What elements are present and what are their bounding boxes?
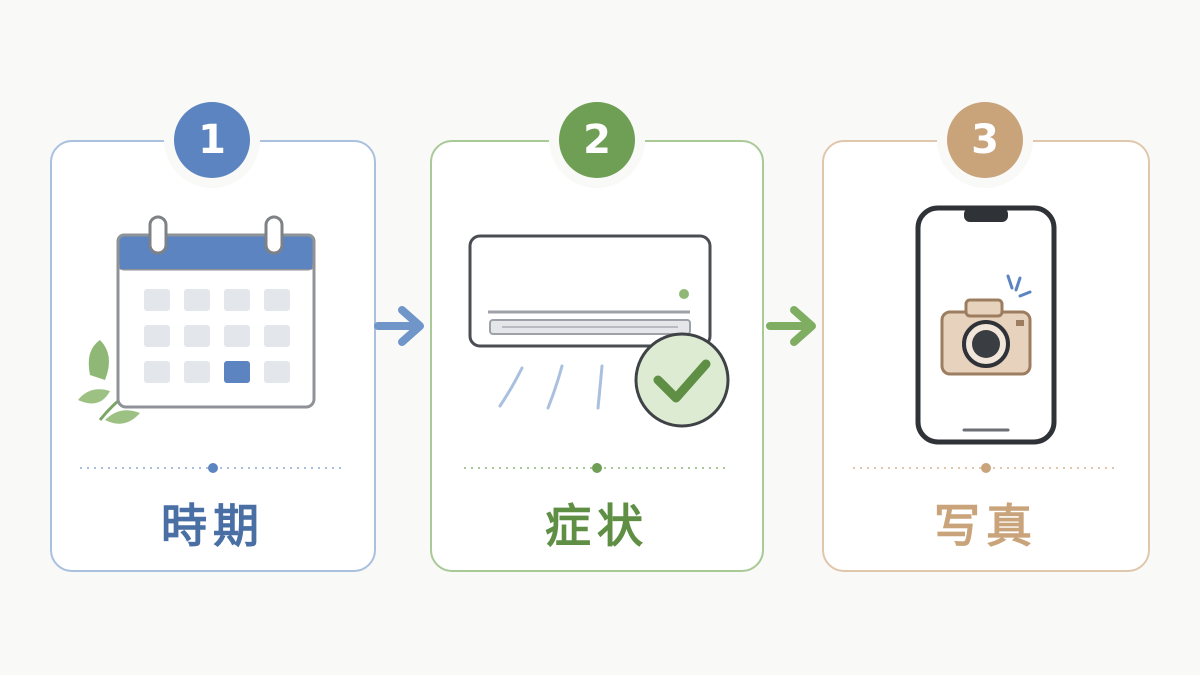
arrow-right-icon [374, 306, 424, 346]
divider-1 [80, 463, 346, 473]
step-badge-3: 3 [947, 102, 1023, 178]
camera-icon [940, 274, 1032, 376]
calendar-icon [78, 215, 316, 424]
step-badge-1: 1 [174, 102, 250, 178]
air-conditioner-icon [468, 234, 730, 428]
check-icon [634, 332, 730, 428]
step-label-3: 写真 [934, 499, 1038, 553]
smartphone-camera-icon [915, 205, 1057, 445]
divider-2 [464, 463, 730, 473]
step-label-1: 時期 [161, 499, 265, 553]
arrow-right-icon [766, 306, 816, 346]
step-label-2: 症状 [545, 499, 649, 553]
step-badge-2: 2 [559, 102, 635, 178]
divider-3 [853, 463, 1119, 473]
